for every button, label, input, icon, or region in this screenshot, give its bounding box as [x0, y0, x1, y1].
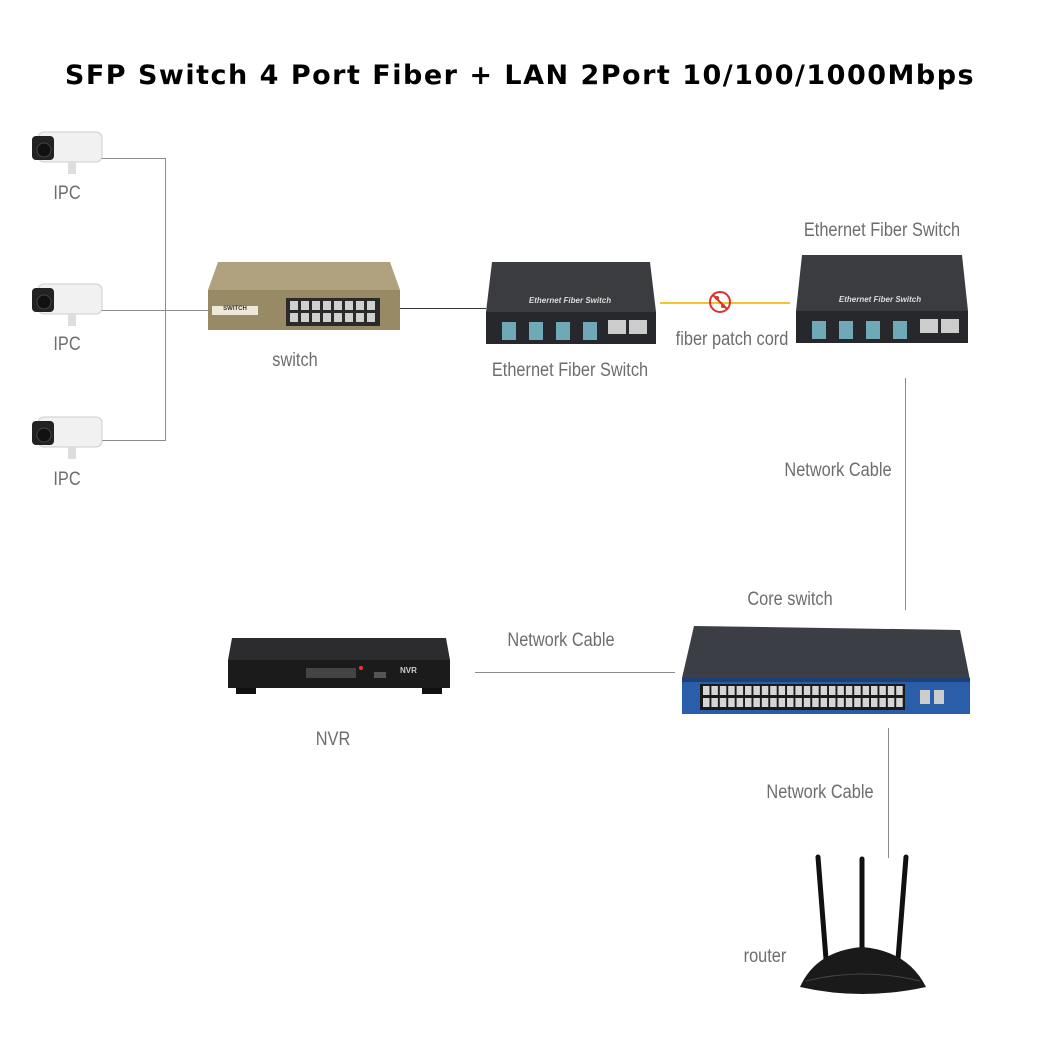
nvr-face-text: NVR [400, 666, 417, 675]
ethernet-port [778, 698, 786, 707]
ethernet-port [862, 686, 870, 695]
core-to-router-cable [888, 728, 889, 858]
switch-label: switch [272, 350, 318, 371]
ethernet-port [879, 698, 886, 707]
ethernet-port [719, 698, 727, 707]
ipc-label: IPC [53, 334, 81, 355]
network-cable-label: Network Cable [507, 630, 615, 651]
switch-to-fiber-cable [400, 308, 486, 309]
access-switch-device [208, 262, 400, 330]
fiber-connector-icon [709, 291, 731, 313]
ipc-label: IPC [53, 183, 81, 204]
ethernet-port [761, 686, 769, 695]
fiber-switch-2-label: Ethernet Fiber Switch [803, 220, 961, 241]
ethernet-port [728, 686, 735, 695]
camera-1-cable [100, 158, 166, 159]
fiber-switch-face-text: Ethernet Fiber Switch [528, 296, 612, 305]
network-cable-label: Network Cable [784, 460, 892, 481]
ethernet-port [896, 686, 903, 695]
switch-badge: SWITCH [223, 306, 247, 312]
ethernet-port [761, 698, 769, 707]
ethernet-port [787, 686, 794, 695]
ethernet-port [829, 698, 836, 707]
ethernet-port [854, 686, 861, 695]
fiber-to-core-cable [905, 378, 906, 610]
camera-2-cable [100, 310, 210, 311]
nvr-device [228, 638, 450, 694]
ethernet-port [719, 686, 727, 695]
ip-camera-icon [32, 283, 103, 326]
ip-camera-icon [32, 416, 103, 459]
camera-3-cable [100, 440, 166, 441]
ethernet-port [795, 698, 802, 707]
fiber-switch-face-text: Ethernet Fiber Switch [838, 295, 922, 304]
ethernet-port [871, 686, 878, 695]
ipc-label: IPC [53, 469, 81, 490]
ethernet-port [837, 698, 844, 707]
camera-trunk-cable [165, 158, 166, 441]
ethernet-port [845, 698, 853, 707]
ethernet-port [770, 686, 777, 695]
ethernet-port [711, 698, 718, 707]
ethernet-port [753, 698, 760, 707]
ethernet-port [887, 698, 895, 707]
ethernet-port [711, 686, 718, 695]
ethernet-port [736, 698, 744, 707]
ethernet-port [887, 686, 895, 695]
ethernet-port [703, 698, 710, 707]
ethernet-port [745, 698, 752, 707]
ethernet-port [812, 698, 819, 707]
ethernet-port [745, 686, 752, 695]
ethernet-port [803, 698, 811, 707]
ethernet-port [829, 686, 836, 695]
core-switch-label: Core switch [747, 589, 833, 610]
ethernet-port [728, 698, 735, 707]
ethernet-port [871, 698, 878, 707]
ethernet-port [837, 686, 844, 695]
page-title: SFP Switch 4 Port Fiber + LAN 2Port 10/1… [64, 60, 976, 91]
ethernet-port [736, 686, 744, 695]
network-cable-label: Network Cable [766, 782, 874, 803]
ethernet-port [812, 686, 819, 695]
fiber-switch-1-label: Ethernet Fiber Switch [491, 360, 649, 381]
ethernet-port [845, 686, 853, 695]
ethernet-port [787, 698, 794, 707]
ethernet-port [803, 686, 811, 695]
ethernet-port [896, 698, 903, 707]
ethernet-fiber-switch-device [796, 255, 968, 343]
ethernet-port [795, 686, 802, 695]
router-label: router [743, 946, 787, 967]
ip-camera-icon [32, 131, 103, 174]
fiber-patch-cord-line [660, 302, 790, 304]
ethernet-port [879, 686, 886, 695]
ethernet-port [703, 686, 710, 695]
nvr-label: NVR [315, 729, 351, 750]
ethernet-port [854, 698, 861, 707]
ethernet-port [862, 698, 870, 707]
ethernet-port [820, 686, 828, 695]
ethernet-port [778, 686, 786, 695]
ethernet-fiber-switch-device [486, 262, 656, 344]
ethernet-port [753, 686, 760, 695]
nvr-to-core-cable [475, 672, 675, 673]
ethernet-port [820, 698, 828, 707]
fiber-patch-cord-label: fiber patch cord [675, 329, 789, 350]
ethernet-port [770, 698, 777, 707]
router-device [800, 854, 926, 994]
core-switch-device [682, 626, 970, 714]
